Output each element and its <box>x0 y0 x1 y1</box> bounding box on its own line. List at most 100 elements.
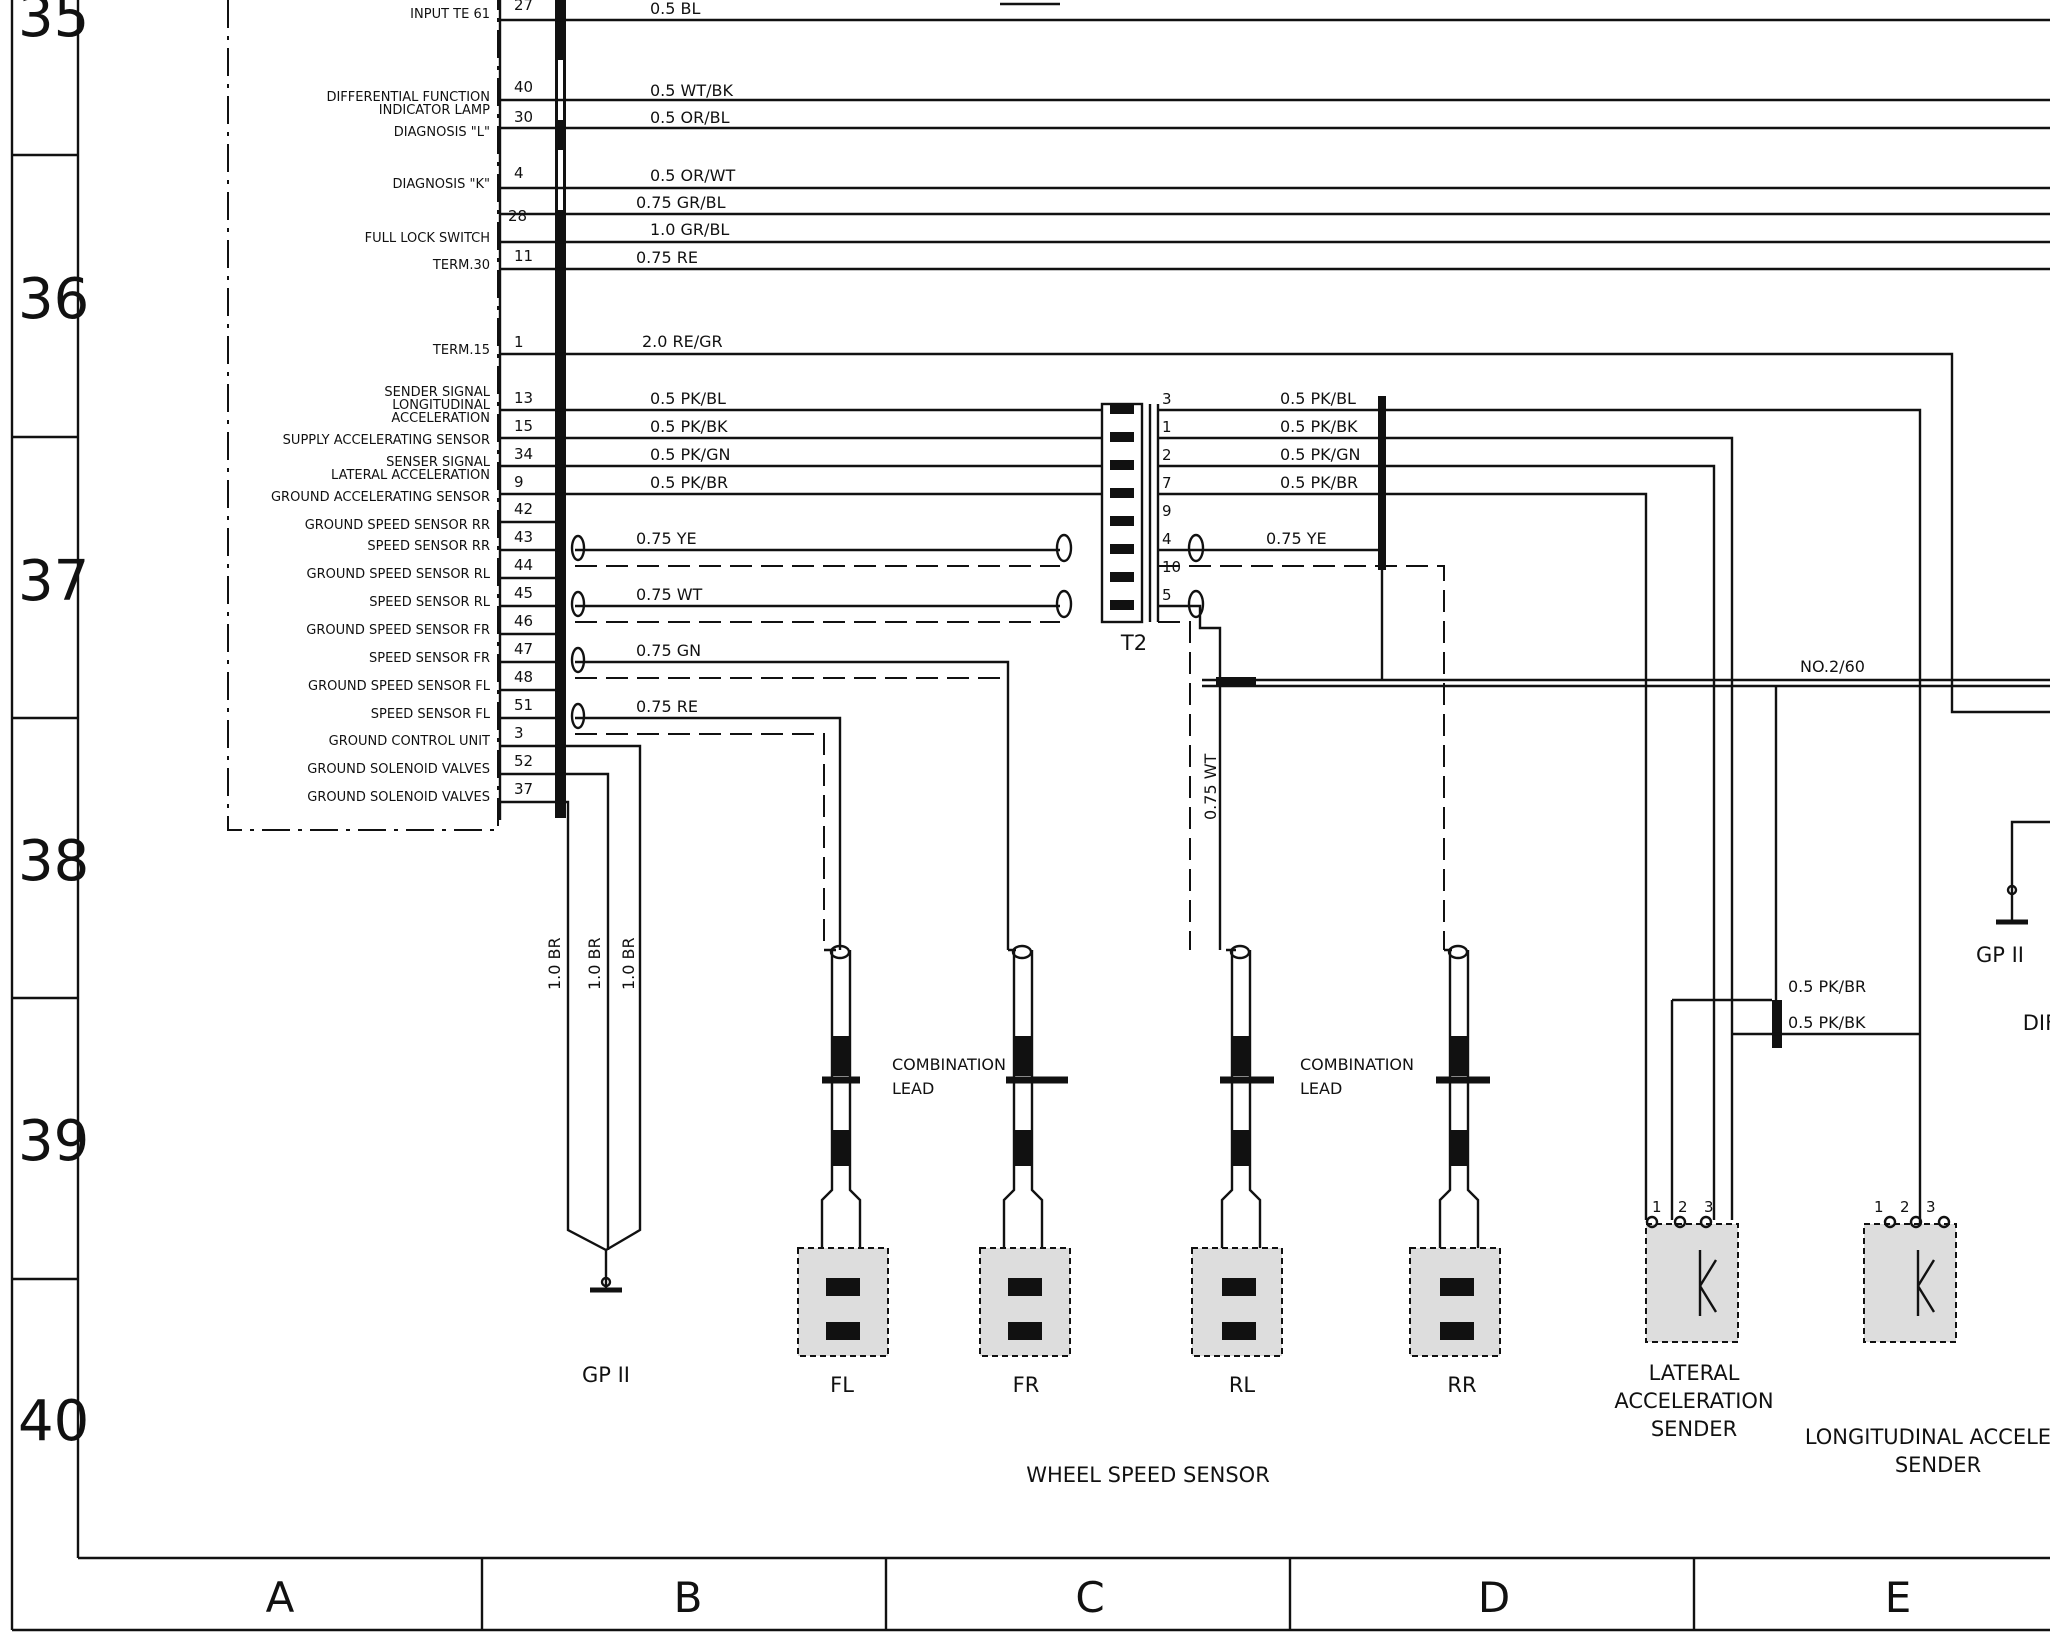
wire-label: 0.5 WT/BK <box>650 81 733 100</box>
pin-labels: INPUT TE 61 DIFFERENTIAL FUNCTION INDICA… <box>271 7 491 805</box>
pin-number: 52 <box>514 752 533 770</box>
pin-label: SPEED SENSOR RL <box>369 595 491 610</box>
wire-label: 0.5 PK/BK <box>650 417 728 436</box>
column-letter: C <box>1075 1573 1104 1622</box>
pin-number: 28 <box>508 207 527 225</box>
wire-label: 0.5 PK/BL <box>1280 389 1356 408</box>
pin-number: 2 <box>1678 1198 1688 1216</box>
pin-number: 51 <box>514 696 533 714</box>
pin-number: 34 <box>514 445 533 463</box>
pin-label: GROUND SPEED SENSOR RL <box>307 567 491 582</box>
pin-number: 3 <box>1926 1198 1936 1216</box>
pin-number: 1 <box>1652 1198 1662 1216</box>
ground-wires <box>500 744 642 1293</box>
longitudinal-sender-label: SENDER <box>1895 1453 1981 1477</box>
pin-label: ACCELERATION <box>391 411 490 426</box>
wheel-sensor-boxes <box>797 1247 1501 1357</box>
wire-label: 0.5 PK/GN <box>650 445 730 464</box>
wheel-sensor-label: FR <box>1013 1373 1040 1397</box>
lateral-sender-label: ACCELERATION <box>1614 1389 1773 1413</box>
wire-label: 1.0 BR <box>545 937 564 990</box>
wire-label: 0.5 PK/BR <box>1280 473 1358 492</box>
pin-number: 40 <box>514 78 533 96</box>
upper-wires <box>500 2 2050 714</box>
pin-label: GROUND SPEED SENSOR RR <box>305 518 490 533</box>
wire-label: 1.0 BR <box>585 937 604 990</box>
pin-number: 46 <box>514 612 533 630</box>
pin-number: 9 <box>514 473 524 491</box>
splice-label: NO.2/60 <box>1800 657 1865 676</box>
pin-number: 1 <box>1162 418 1172 436</box>
pin-number: 48 <box>514 668 533 686</box>
wire-label: 2.0 RE/GR <box>642 332 723 351</box>
wire-label: 0.75 GN <box>636 641 701 660</box>
combination-lead-label: COMBINATION <box>1300 1055 1414 1074</box>
wheel-sensor-leads <box>820 944 1490 1250</box>
combination-lead-label: LEAD <box>892 1079 934 1098</box>
pin-number: 15 <box>514 417 533 435</box>
pin-number: 4 <box>1162 530 1172 548</box>
pin-label: LONGITUDINAL <box>392 398 491 413</box>
lateral-sender-label: LATERAL <box>1649 1361 1740 1385</box>
ground-point-label: GP II <box>1976 943 2024 967</box>
row-number: 37 <box>18 549 89 614</box>
pin-label: TERM.30 <box>432 258 490 273</box>
pin-label: GROUND SOLENOID VALVES <box>307 790 490 805</box>
ground-point-label: GP II <box>582 1363 630 1387</box>
pin-label: SPEED SENSOR RR <box>367 539 490 554</box>
pin-label: SENSER SIGNAL <box>386 455 491 470</box>
wire-label: 0.5 PK/BK <box>1280 417 1358 436</box>
pin-number: 44 <box>514 556 533 574</box>
wire-label: 0.5 PK/BK <box>1788 1013 1866 1032</box>
pin-label: INPUT TE 61 <box>410 7 490 22</box>
connector-t2 <box>1100 402 1160 624</box>
wire-label: 0.75 RE <box>636 248 698 267</box>
pin-number: 3 <box>514 724 524 742</box>
pin-label: DIAGNOSIS "K" <box>393 177 491 192</box>
pin-number: 42 <box>514 500 533 518</box>
t2-right-wires <box>1158 396 2050 1230</box>
pin-label: TERM.15 <box>432 343 490 358</box>
control-unit-box <box>227 0 499 831</box>
wire-label: 0.75 RE <box>636 697 698 716</box>
pin-number: 2 <box>1162 446 1172 464</box>
column-letter: E <box>1885 1573 1912 1622</box>
drawing-frame <box>10 0 2050 1632</box>
column-letter: D <box>1478 1573 1510 1622</box>
lateral-sender-label: SENDER <box>1651 1417 1737 1441</box>
pin-label: GROUND SPEED SENSOR FL <box>308 679 491 694</box>
wheel-sensor-label: RR <box>1447 1373 1476 1397</box>
wheel-sensor-label: FL <box>830 1373 854 1397</box>
combination-lead-label: LEAD <box>1300 1079 1342 1098</box>
ground-right <box>1996 820 2050 925</box>
wire-label: 0.5 PK/GN <box>1280 445 1360 464</box>
speed-sensor-wires <box>575 548 1060 950</box>
pin-number: 5 <box>1162 586 1172 604</box>
wire-label: 1.0 BR <box>619 937 638 990</box>
pin-number: 1 <box>514 333 524 351</box>
pin-label: FULL LOCK SWITCH <box>365 231 490 246</box>
wire-label: 1.0 GR/BL <box>650 220 729 239</box>
longitudinal-sender-label: LONGITUDINAL ACCELERA <box>1805 1425 2050 1449</box>
pin-number: 27 <box>514 0 533 14</box>
pin-label: DIAGNOSIS "L" <box>394 125 490 140</box>
pin-label: DIFFERENTIAL FUNCTION <box>326 90 490 105</box>
pin-number: 7 <box>1162 474 1172 492</box>
pin-number: 43 <box>514 528 533 546</box>
pin-number: 45 <box>514 584 533 602</box>
pin-label: GROUND CONTROL UNIT <box>329 734 490 749</box>
sensor-wires <box>500 408 1102 720</box>
connector-label: T2 <box>1120 631 1147 655</box>
pin-label: SENDER SIGNAL <box>384 385 490 400</box>
pin-label: GROUND SPEED SENSOR FR <box>306 623 490 638</box>
pin-label: SUPPLY ACCELERATING SENSOR <box>283 433 490 448</box>
column-letter: B <box>674 1573 703 1622</box>
wire-label: 0.5 PK/BR <box>1788 977 1866 996</box>
wire-label: 0.5 PK/BL <box>650 389 726 408</box>
pin-number: 9 <box>1162 502 1172 520</box>
wire-label: 0.75 WT <box>636 585 703 604</box>
wire-label: 0.5 BL <box>650 0 701 18</box>
wire-label: 0.5 OR/WT <box>650 166 735 185</box>
pin-number: 30 <box>514 108 533 126</box>
